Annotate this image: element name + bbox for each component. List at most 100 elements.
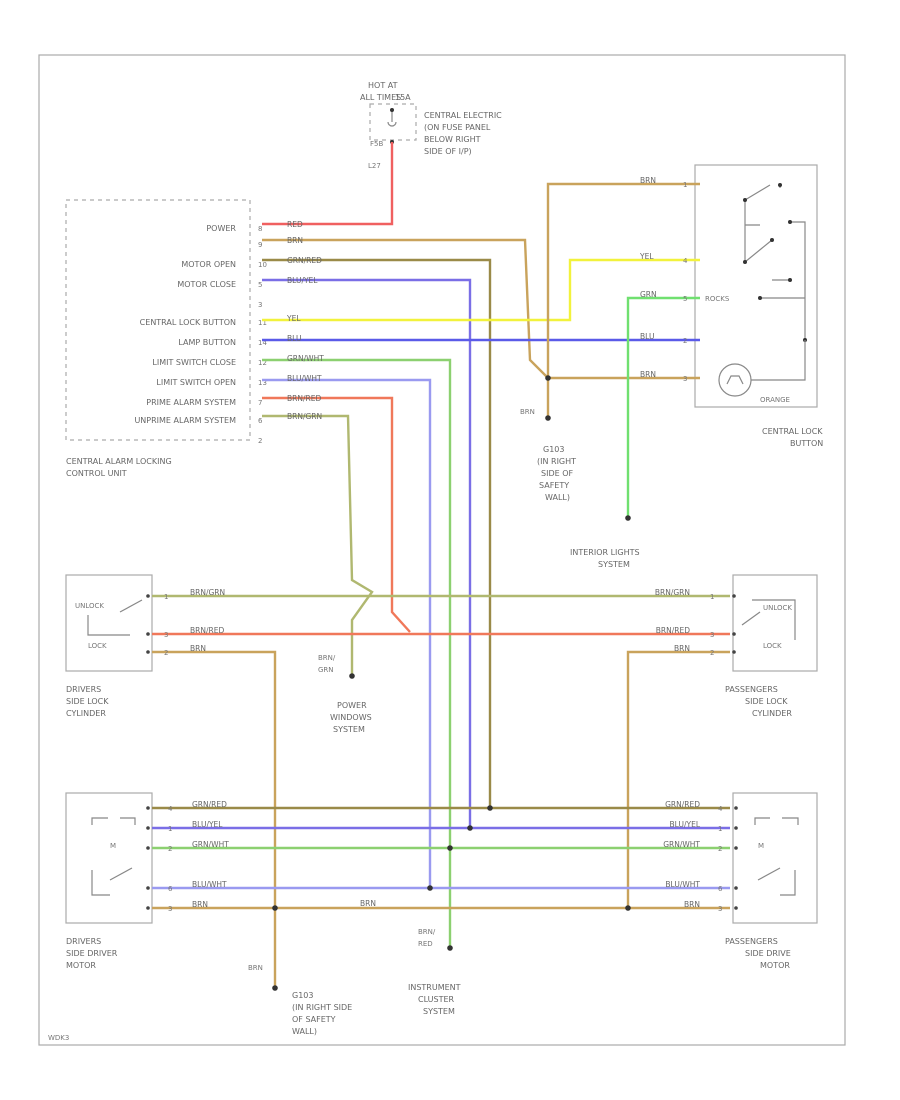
- connector-terminal: [146, 906, 150, 910]
- connector-terminal: [146, 594, 150, 598]
- wire-brn-red: [262, 396, 411, 633]
- lock-pin-number: 4: [683, 257, 688, 265]
- wire-labels-layer: REDBRNGRN/REDBLU/YELYELBLUGRN/WHTBLU/WHT…: [164, 176, 723, 913]
- driver-cylinder-switch: [87, 599, 143, 636]
- cu-wire-label: BRN/GRN: [287, 412, 322, 421]
- pass-motor-wire: GRN/RED: [665, 800, 700, 809]
- drv-motor-wire: BLU/YEL: [192, 820, 223, 829]
- fuse-panel-line-4: SIDE OF I/P): [424, 147, 472, 156]
- driver-lock-label: LOCK: [88, 642, 107, 650]
- connector-terminal: [732, 594, 736, 598]
- switch-node: [778, 183, 782, 187]
- motor-mid-brn-label: BRN: [360, 899, 376, 908]
- cu-wire-label: GRN/WHT: [287, 354, 324, 363]
- connector-terminal: [146, 886, 150, 890]
- ground-g103b-line-2: (IN RIGHT SIDE: [292, 1003, 352, 1012]
- connector-terminal: [146, 632, 150, 636]
- power-windows-line-2: WINDOWS: [330, 713, 372, 722]
- pass-motor-wire: BRN: [684, 900, 700, 909]
- pass-cyl-wire: BRN/RED: [656, 626, 690, 635]
- pass-lock-cylinder-box: [732, 574, 818, 672]
- cu-pin-number: 11: [258, 319, 267, 327]
- driver-motor-switch: [91, 867, 133, 896]
- drv-cyl-pin: 1: [164, 593, 168, 601]
- pass-motor-wire: GRN/WHT: [663, 840, 700, 849]
- wire-grn-interior: [626, 296, 700, 518]
- pass-motor-wire: BLU/WHT: [665, 880, 700, 889]
- wire-brn-cu: [262, 238, 549, 379]
- lock-wire-label: YEL: [639, 252, 654, 261]
- cu-wire-label: BRN/RED: [287, 394, 321, 403]
- cu-pin-label: MOTOR OPEN: [181, 260, 236, 269]
- pass-motor-box: [732, 792, 818, 924]
- pass-cyl-name-2: SIDE LOCK: [745, 697, 788, 706]
- drv-cyl-wire: BRN: [190, 644, 206, 653]
- lock-wire-label: BLU: [640, 332, 654, 341]
- pass-motor-pin: 1: [718, 825, 722, 833]
- power-windows-dot: [349, 673, 355, 679]
- lock-pin-number: 3: [683, 375, 687, 383]
- pass-motor-pin: 3: [718, 905, 722, 913]
- cu-pin-number: 6: [258, 417, 263, 425]
- pass-motor-name-3: MOTOR: [760, 961, 790, 970]
- connector-terminal: [734, 826, 738, 830]
- connector-terminal: [734, 806, 738, 810]
- driver-motor-name-1: DRIVERS: [66, 937, 101, 946]
- pass-motor-switch: [757, 867, 796, 896]
- driver-cyl-name-2: SIDE LOCK: [66, 697, 109, 706]
- driver-motor-symbol: M: [110, 842, 116, 850]
- lock-pin-number: 2: [683, 337, 687, 345]
- instrument-line-2: CLUSTER: [418, 995, 455, 1004]
- lock-wire-label: BRN: [640, 176, 656, 185]
- wire-brn-grn: [262, 414, 374, 676]
- driver-lock-cylinder-box: [65, 574, 153, 672]
- lock-pin-number: 1: [683, 181, 687, 189]
- ground-g103-line-1: G103: [543, 445, 564, 454]
- pass-cyl-name-1: PASSENGERS: [725, 685, 778, 694]
- cu-pin-label: UNPRIME ALARM SYSTEM: [134, 416, 236, 425]
- fuse-panel-line-1: CENTRAL ELECTRIC: [424, 111, 502, 120]
- driver-motor-name-3: MOTOR: [66, 961, 96, 970]
- connector-terminal: [146, 806, 150, 810]
- cu-wire-label: BLU: [287, 334, 301, 343]
- pass-motor-pin: 2: [718, 845, 722, 853]
- pass-cyl-name-3: CYLINDER: [752, 709, 792, 718]
- connector-terminal: [732, 650, 736, 654]
- switch-node: [788, 220, 792, 224]
- central-lock-button-box: [694, 164, 818, 408]
- cu-pin-number: 10: [258, 261, 267, 269]
- ground-g103b-line-3: OF SAFETY: [292, 1015, 336, 1024]
- splice-dot: [427, 885, 433, 891]
- pass-cyl-wire: BRN: [674, 644, 690, 653]
- ground-g103-line-5: WALL): [545, 493, 570, 502]
- wire-brn-lock-1: [546, 182, 700, 418]
- connector-terminal: [734, 846, 738, 850]
- switch-node: [743, 198, 747, 202]
- drv-cyl-wire: BRN/GRN: [190, 588, 225, 597]
- cu-pin-number: 7: [258, 399, 262, 407]
- splice-dot: [272, 905, 278, 911]
- switch-node: [788, 278, 792, 282]
- pass-motor-name-2: SIDE DRIVE: [745, 949, 791, 958]
- lock-wire-label: BRN: [640, 370, 656, 379]
- lamp-label: ROCKS: [705, 295, 730, 303]
- cu-pin-number: 9: [258, 241, 262, 249]
- fuse-id: F5B: [370, 140, 383, 148]
- ground-g103-line-3: SIDE OF: [541, 469, 573, 478]
- instrument-wire-2: RED: [418, 940, 433, 948]
- connector-terminal: [734, 906, 738, 910]
- fuse-panel-line-2: (ON FUSE PANEL: [424, 123, 491, 132]
- pass-motor-symbol: M: [758, 842, 764, 850]
- splice-dot: [625, 905, 631, 911]
- drv-motor-wire: BLU/WHT: [192, 880, 227, 889]
- drv-motor-pin: 4: [168, 805, 173, 813]
- wire-brn-pass-cyl: [626, 650, 730, 908]
- instrument-cluster-dot: [447, 945, 453, 951]
- ground-g103b-line-4: WALL): [292, 1027, 317, 1036]
- fuse-panel-line-3: BELOW RIGHT: [424, 135, 481, 144]
- pass-unlock-label: UNLOCK: [763, 604, 792, 612]
- instrument-line-3: SYSTEM: [423, 1007, 455, 1016]
- control-unit-box: [65, 199, 251, 441]
- fuse-terminal: [390, 108, 394, 112]
